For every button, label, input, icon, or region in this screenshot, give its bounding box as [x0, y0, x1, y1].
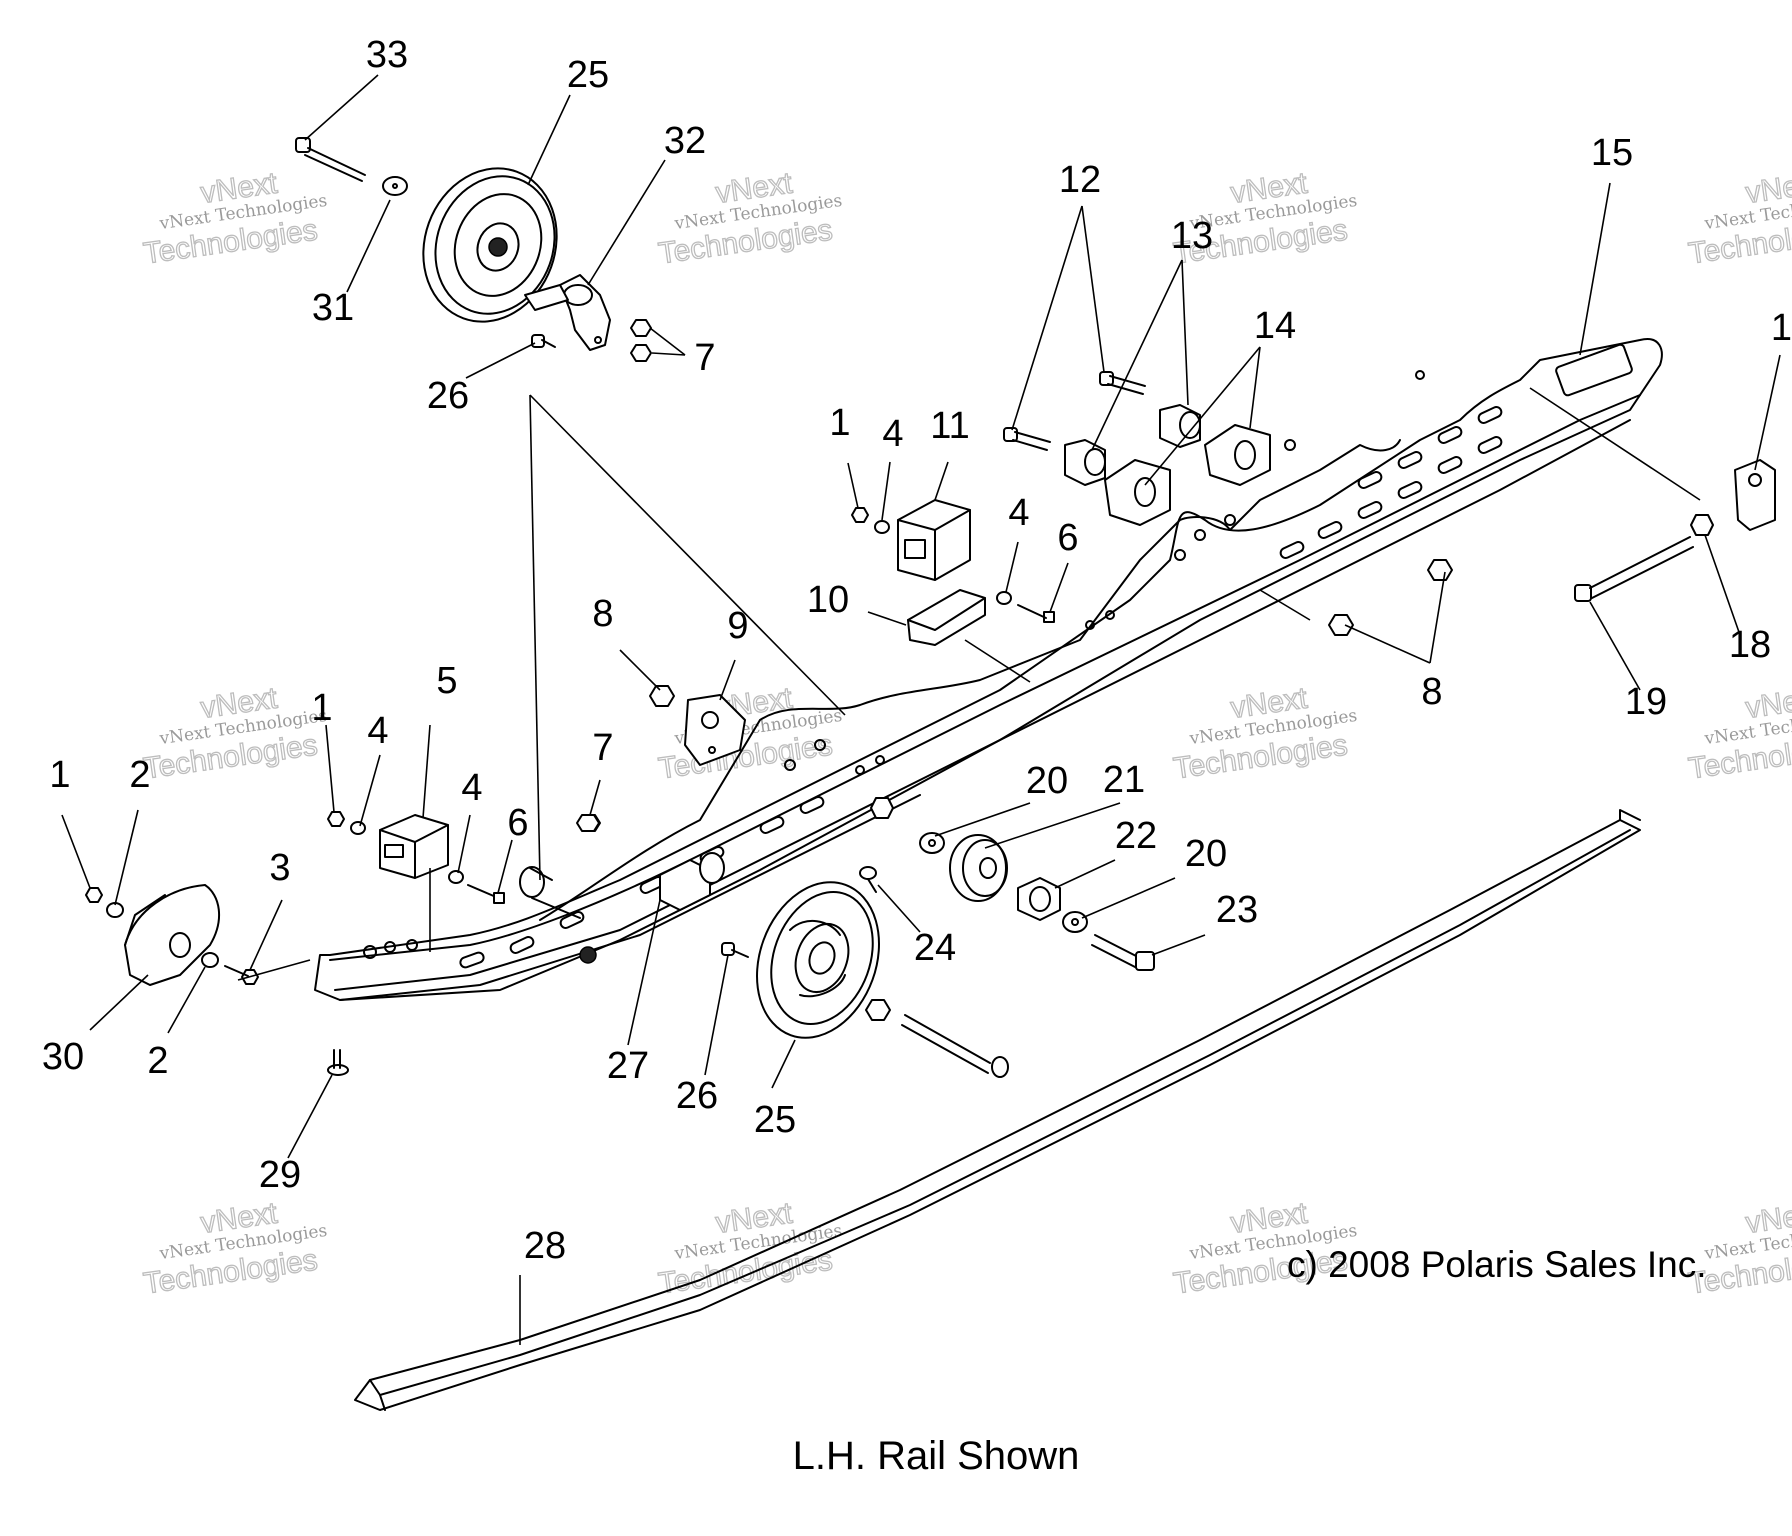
callout-24: 24 — [914, 927, 956, 969]
idler-wheel-upper — [422, 167, 558, 323]
callout-12: 12 — [1059, 159, 1101, 201]
bracket-16 — [1734, 459, 1776, 531]
callout-25: 25 — [754, 1099, 796, 1141]
callout-7: 7 — [592, 727, 613, 769]
callout-26: 26 — [427, 375, 469, 417]
fasteners-upper — [851, 507, 1055, 623]
callout-19: 19 — [1625, 681, 1667, 723]
callout-4: 4 — [882, 413, 903, 455]
bracket-9 — [684, 694, 746, 766]
callout-8: 8 — [592, 593, 613, 635]
callout-27: 27 — [607, 1045, 649, 1087]
callout-11: 11 — [930, 405, 969, 447]
callout-labels: 33 25 32 31 26 7 12 13 14 15 16 1 4 11 4… — [42, 34, 1792, 1267]
nut-8 — [649, 559, 1453, 707]
callout-15: 15 — [1591, 132, 1633, 174]
front-cap-30 — [124, 884, 221, 986]
bolt-19 — [1574, 536, 1694, 602]
spacer-22 — [1017, 877, 1061, 921]
nut-7-lower — [576, 814, 600, 832]
callout-10: 10 — [807, 579, 849, 621]
washer-31 — [382, 176, 408, 196]
screw-29 — [327, 1049, 349, 1076]
callout-1: 1 — [311, 687, 332, 729]
callout-4: 4 — [367, 710, 388, 752]
callout-25: 25 — [567, 54, 609, 96]
callout-16: 16 — [1771, 307, 1792, 349]
callout-30: 30 — [42, 1036, 84, 1078]
callout-28: 28 — [524, 1225, 566, 1267]
block-14 — [1104, 424, 1271, 526]
callout-32: 32 — [664, 120, 706, 162]
callout-1: 1 — [49, 754, 70, 796]
callout-14: 14 — [1254, 305, 1296, 347]
callout-5: 5 — [436, 660, 457, 702]
bracket-32 — [524, 274, 611, 351]
callout-8: 8 — [1421, 671, 1442, 713]
callout-4: 4 — [461, 767, 482, 809]
callout-23: 23 — [1216, 889, 1258, 931]
bolt-23 — [1091, 934, 1155, 971]
block-11 — [897, 499, 971, 581]
leader-lines — [61, 74, 1781, 1345]
callout-2: 2 — [147, 1040, 168, 1082]
bolt-26-lower — [721, 942, 749, 958]
callout-20: 20 — [1185, 833, 1227, 875]
callout-31: 31 — [312, 287, 354, 329]
wheel-21 — [949, 834, 1008, 902]
fasteners-left — [327, 811, 601, 904]
block-10 — [907, 589, 986, 646]
nut-18 — [1690, 514, 1714, 536]
callout-4: 4 — [1008, 492, 1029, 534]
callout-6: 6 — [507, 802, 528, 844]
callout-13: 13 — [1171, 215, 1213, 257]
callout-18: 18 — [1729, 624, 1771, 666]
callout-22: 22 — [1115, 815, 1157, 857]
bolt-24 — [859, 866, 877, 893]
callout-1: 1 — [829, 402, 850, 444]
callout-29: 29 — [259, 1154, 301, 1196]
diagram-caption: L.H. Rail Shown — [793, 1434, 1080, 1478]
spacer-20-a — [919, 832, 945, 854]
callout-7: 7 — [694, 337, 715, 379]
block-5 — [379, 814, 449, 879]
idler-wheel-lower — [756, 881, 880, 1039]
shaft-27 — [519, 852, 725, 964]
callout-9: 9 — [727, 605, 748, 647]
callout-21: 21 — [1103, 759, 1145, 801]
callout-3: 3 — [269, 847, 290, 889]
callout-33: 33 — [366, 34, 408, 76]
bolt-lower-wheel — [865, 999, 1009, 1078]
copyright-notice: c) 2008 Polaris Sales Inc. — [1287, 1244, 1707, 1285]
callout-20: 20 — [1026, 760, 1068, 802]
callout-2: 2 — [129, 754, 150, 796]
callout-6: 6 — [1057, 517, 1078, 559]
slide-28 — [354, 809, 1641, 1411]
rail-assembly — [314, 338, 1663, 1001]
nut-7-upper — [630, 319, 652, 362]
bolt-26-upper — [531, 334, 556, 348]
washer-20-b — [1062, 911, 1088, 933]
callout-26: 26 — [676, 1075, 718, 1117]
nut-near-20 — [870, 797, 894, 819]
bushing-13 — [1064, 404, 1201, 486]
bolt-12 — [1003, 371, 1146, 451]
rail-slots — [363, 343, 1633, 969]
bolt-33 — [295, 137, 366, 182]
